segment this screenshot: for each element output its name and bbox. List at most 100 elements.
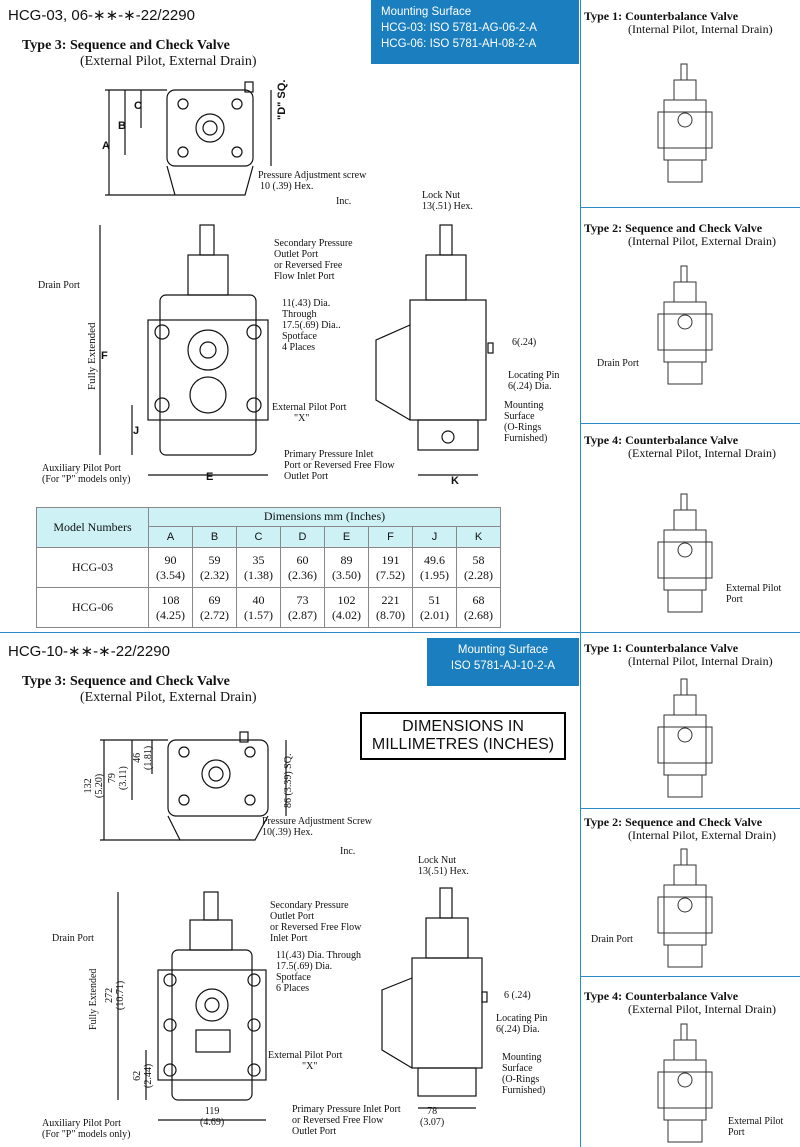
mounting-title: Mounting Surface [457, 644, 549, 656]
pressure-adj-label: Pressure Adjustment Screw [262, 816, 372, 827]
sidebar-title: Type 2: Sequence and Check Valve [584, 815, 763, 829]
dim-k-label: K [451, 475, 459, 487]
dim-132: 132 [83, 778, 94, 794]
cell: 59(2.32) [192, 547, 237, 588]
sidebar-divider [580, 0, 581, 1147]
cell-mm: 51 [428, 592, 441, 607]
section1-type-sub: (External Pilot, External Drain) [80, 54, 257, 69]
sidebar-divider-1 [581, 207, 800, 208]
section2-type-title: Type 3: Sequence and Check Valve [22, 674, 230, 689]
section2-side-view [381, 887, 488, 1109]
section2-mounting-box: Mounting Surface ISO 5781-AJ-10-2-A [427, 638, 579, 686]
dim-272-label: 272 (10.71) [104, 981, 126, 1010]
cell-in: (2.28) [464, 567, 493, 582]
dim-119-in: (4.69) [200, 1117, 225, 1128]
cell-in: (1.57) [244, 607, 273, 622]
cell: 89(3.50) [324, 547, 369, 588]
secondary-port-label: Secondary Pressure Outlet Port or Revers… [270, 900, 361, 944]
ms-line-1: Mounting [502, 1052, 542, 1063]
cell: 102(4.02) [324, 587, 369, 628]
cell: 58(2.28) [456, 547, 501, 588]
units-line-1: DIMENSIONS IN [402, 718, 524, 735]
lock-nut-label: Lock Nut [422, 190, 461, 201]
cell-in: (3.54) [156, 567, 185, 582]
dim-j-label: J [133, 425, 140, 437]
dim-119-label: 119 (4.69) [200, 1106, 224, 1128]
cell: 40(1.57) [236, 587, 281, 628]
cell: 49.6(1.95) [412, 547, 457, 588]
col-b: B [192, 525, 237, 549]
ms-line-3: (O-Rings [504, 422, 542, 433]
dim-f-label: F [101, 350, 108, 362]
cell: 35(1.38) [236, 547, 281, 588]
mini-valve-3 [657, 493, 713, 613]
secondary-line-2: Outlet Port [270, 911, 315, 922]
dim-b-label: B [118, 120, 126, 132]
through-line-3: Spotface [276, 972, 311, 983]
through-line-4: Spotface [282, 331, 317, 342]
cell-in: (1.95) [420, 567, 449, 582]
ms-line-3: (O-Rings [502, 1074, 540, 1085]
dim-78-in: (3.07) [420, 1117, 445, 1128]
ext-pilot-label: External Pilot Port "X" [268, 1050, 342, 1072]
cell-mm: 60 [296, 552, 309, 567]
cell-in: (4.02) [332, 607, 361, 622]
cell: 73(2.87) [280, 587, 325, 628]
col-e: E [324, 525, 369, 549]
sidebar1-item-3: Type 4: Counterbalance Valve (External P… [584, 434, 798, 460]
sidebar2-item-1: Type 1: Counterbalance Valve (Internal P… [584, 642, 798, 668]
table-group-header: Dimensions mm (Inches) [148, 507, 501, 527]
sidebar-sub: (External Pilot, Internal Drain) [628, 1002, 776, 1016]
row-model: HCG-06 [36, 587, 149, 628]
dim-272: 272 [104, 987, 115, 1003]
through-hole-label: 11(.43) Dia. Through 17.5(.69) Dia. Spot… [276, 950, 361, 994]
through-line-2: Through [282, 309, 317, 320]
dim-79-in: (3.11) [118, 766, 129, 790]
mounting-line-2: HCG-06: ISO 5781-AH-08-2-A [381, 38, 537, 50]
primary-line-2: Port or Reversed Free Flow [284, 460, 395, 471]
sidebar2-item-3: Type 4: Counterbalance Valve (External P… [584, 990, 798, 1016]
sidebar-sub: (External Pilot, Internal Drain) [628, 446, 776, 460]
ms-line-4: Furnished) [502, 1085, 546, 1096]
cell-mm: 89 [340, 552, 353, 567]
section2-type-sub: (External Pilot, External Drain) [80, 690, 257, 705]
secondary-line-1: Secondary Pressure [270, 900, 349, 911]
dim-a-label: A [102, 140, 110, 152]
dim-79-label: 79 (3.11) [107, 766, 129, 790]
sidebar-divider-2 [581, 423, 800, 424]
sidebar2-drain-label: Drain Port [591, 934, 633, 945]
ms-line-2: Surface [504, 411, 535, 422]
cell-mm: 49.6 [424, 552, 445, 567]
through-line-3: 17.5(.69) Dia.. [282, 320, 341, 331]
dim-c-label: C [134, 100, 142, 112]
units-box: DIMENSIONS IN MILLIMETRES (INCHES) [360, 712, 566, 760]
sidebar-title: Type 4: Counterbalance Valve [584, 989, 739, 1003]
section2-top-view [100, 731, 287, 841]
cell-in: (7.52) [376, 567, 405, 582]
sidebar2-ext-pilot-label: External Pilot Port [728, 1116, 784, 1138]
col-d: D [280, 525, 325, 549]
primary-line-1: Primary Pressure Inlet [284, 449, 374, 460]
lock-nut-label: Lock Nut [418, 855, 457, 866]
sidebar-sub: (Internal Pilot, External Drain) [628, 234, 776, 248]
cell-in: (2.72) [200, 607, 229, 622]
cell-in: (1.38) [244, 567, 273, 582]
sidebar-title: Type 1: Counterbalance Valve [584, 9, 739, 23]
ms-line-2: Surface [502, 1063, 533, 1074]
drain-port-label: Drain Port [38, 280, 80, 291]
through-line-2: 17.5(.69) Dia. [276, 961, 333, 972]
locating-pin-label: Locating Pin 6(.24) Dia. [496, 1013, 547, 1035]
mini-valve-2 [657, 265, 713, 385]
sidebar-sub: (Internal Pilot, External Drain) [628, 828, 776, 842]
dim-46-in: (1.81) [143, 745, 154, 770]
mounting-line-1: HCG-03: ISO 5781-AG-06-2-A [381, 22, 537, 34]
pressure-adj-size: 10 (.39) Hex. [260, 181, 314, 192]
dim-d-label: "D" SQ. [276, 79, 288, 120]
cell: 191(7.52) [368, 547, 413, 588]
sidebar-divider-3 [581, 808, 800, 809]
dim-e-label: E [206, 471, 214, 483]
through-line-5: 4 Places [282, 342, 316, 353]
section-divider [0, 632, 800, 633]
sidebar1-ext-pilot-label: External Pilot Port [726, 583, 782, 605]
sidebar-title: Type 4: Counterbalance Valve [584, 433, 739, 447]
